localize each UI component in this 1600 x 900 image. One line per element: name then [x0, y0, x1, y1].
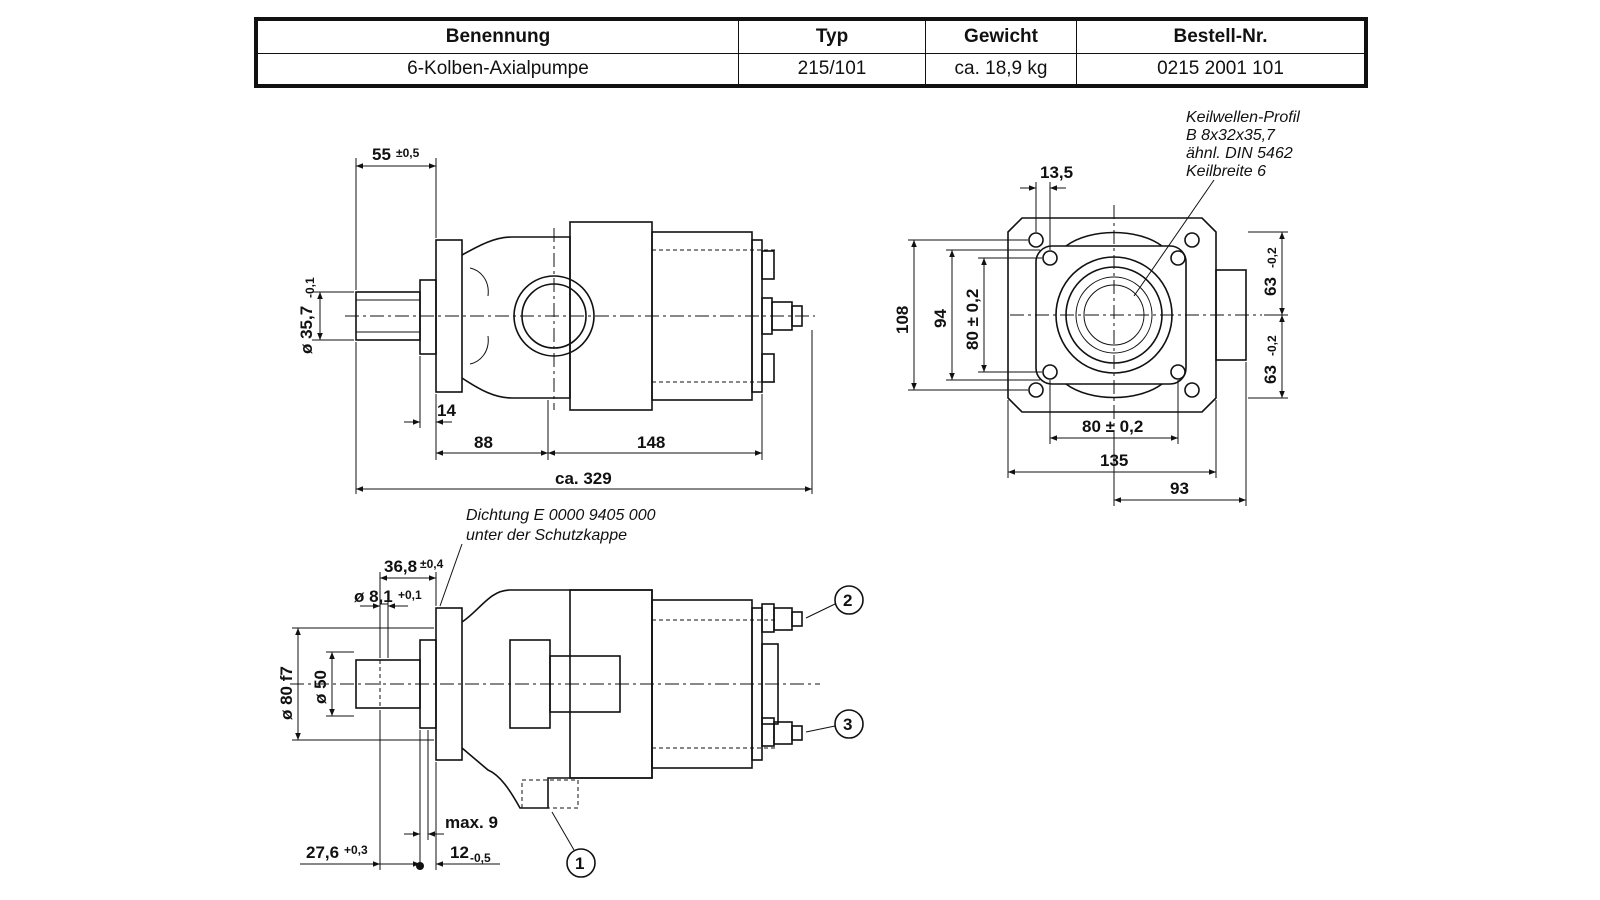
dim-12: 12: [450, 843, 469, 862]
spec-table: Benennung Typ Gewicht Bestell-Nr. 6-Kolb…: [254, 17, 1368, 88]
header-gewicht: Gewicht: [925, 18, 1077, 54]
seal-note-line-2: unter der Schutzkappe: [466, 527, 627, 544]
dim-14: 14: [437, 401, 456, 420]
callout-3-label: 3: [843, 715, 852, 734]
dim-80-horizontal: 80 ± 0,2: [1082, 417, 1143, 436]
table-row: 6-Kolben-Axialpumpe 215/101 ca. 18,9 kg …: [255, 53, 1367, 87]
cell-benennung: 6-Kolben-Axialpumpe: [255, 53, 739, 87]
dim-dia-50: ø 50: [311, 670, 330, 704]
dim-63-upper: 63: [1261, 277, 1280, 296]
dim-dia-8-1: ø 8,1: [354, 587, 393, 606]
dim-148: 148: [637, 433, 665, 452]
dim-dia-80-f7: ø 80 f7: [277, 666, 296, 720]
dim-dia-357: ø 35,7: [297, 306, 316, 354]
spline-note-line-4: Keilbreite 6: [1186, 163, 1266, 180]
header-bestell-nr: Bestell-Nr.: [1076, 18, 1367, 54]
callout-1: [566, 848, 596, 878]
dim-94: 94: [931, 309, 950, 328]
cell-typ: 215/101: [738, 53, 926, 87]
dim-max-9: max. 9: [445, 813, 498, 832]
spline-note-line-1: Keilwellen-Profil: [1186, 109, 1300, 126]
dim-55-tol: ±0,5: [396, 146, 420, 160]
callout-2: [834, 585, 864, 615]
seal-note-line-1: Dichtung E 0000 9405 000: [466, 507, 656, 524]
dim-329: ca. 329: [555, 469, 612, 488]
dim-63-upper-tol: -0,2: [1265, 247, 1279, 268]
callout-3: [834, 709, 864, 739]
cell-bestell-nr: 0215 2001 101: [1076, 53, 1367, 87]
dim-63-lower-tol: -0,2: [1265, 335, 1279, 356]
spline-note-line-3: ähnl. DIN 5462: [1186, 145, 1293, 162]
dim-88: 88: [474, 433, 493, 452]
dim-36-8: 36,8: [384, 557, 417, 576]
dim-dia-357-tol: -0,1: [303, 277, 317, 298]
callout-2-label: 2: [843, 591, 852, 610]
bottom-view: 2 3 1 Dichtung E 0000 9405 000 unter der…: [277, 507, 864, 878]
dim-80-vertical: 80 ± 0,2: [963, 289, 982, 350]
dim-36-8-tol: ±0,4: [420, 557, 444, 571]
dim-93: 93: [1170, 479, 1189, 498]
dim-63-lower: 63: [1261, 365, 1280, 384]
dim-108: 108: [893, 306, 912, 334]
dim-dia-8-1-tol: +0,1: [398, 588, 422, 602]
header-benennung: Benennung: [255, 18, 739, 54]
spline-note-line-2: B 8x32x35,7: [1186, 127, 1276, 144]
dim-27-6: 27,6: [306, 843, 339, 862]
header-typ: Typ: [738, 18, 926, 54]
dim-12-tol: -0,5: [470, 851, 491, 865]
dim-13-5: 13,5: [1040, 163, 1073, 182]
table-header-row: Benennung Typ Gewicht Bestell-Nr.: [255, 18, 1367, 54]
cell-gewicht: ca. 18,9 kg: [925, 53, 1077, 87]
dim-27-6-tol: +0,3: [344, 843, 368, 857]
side-view: 55 ±0,5 ø 35,7 -0,1 14 88 148 ca. 329: [297, 145, 815, 494]
dim-55: 55: [372, 145, 391, 164]
front-view: Keilwellen-Profil B 8x32x35,7 ähnl. DIN …: [893, 109, 1300, 506]
callout-1-label: 1: [575, 854, 584, 873]
